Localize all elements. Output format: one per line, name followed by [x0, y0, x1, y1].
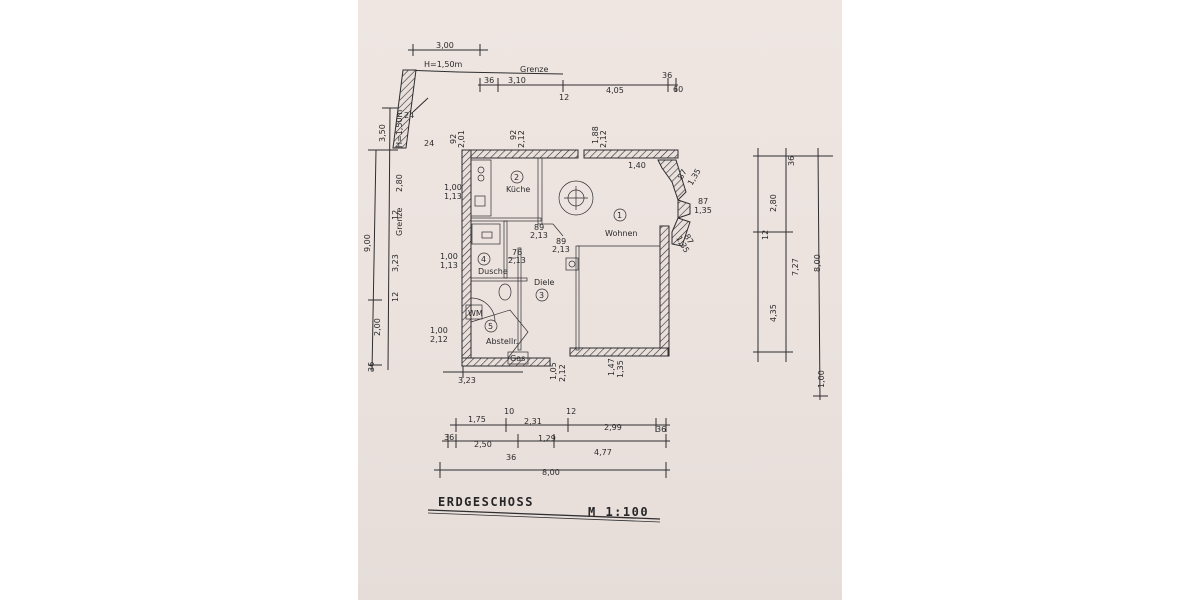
dim-text: 76 [512, 248, 522, 257]
dim-text: 1,35 [616, 360, 625, 378]
dim-text: 87 [698, 197, 708, 206]
shower-tray-icon [471, 223, 501, 245]
dim-text: 1,00 [817, 370, 826, 388]
dim-text: 12 [391, 292, 400, 302]
dim-text: 36 [367, 362, 376, 372]
boundary-height-label: H=1,50m [424, 60, 463, 69]
room-number: 5 [488, 322, 493, 331]
building-walls [461, 149, 691, 367]
room-number: 1 [617, 211, 622, 220]
boundary-height-left: H=1,50m [395, 109, 404, 148]
boundary-wall-left [392, 69, 417, 149]
dim-text: 89 [556, 237, 566, 246]
fixtures: WM Gas [465, 159, 594, 365]
dim-text: 3,23 [391, 254, 400, 272]
drawing-title: ERDGESCHOSS M 1:100 [427, 495, 661, 523]
room-name-diele: Diele [534, 278, 555, 287]
dim-text: 36 [656, 425, 666, 434]
dim-text: 24 [404, 111, 414, 120]
dim-text: 2,99 [604, 423, 622, 432]
title-text: ERDGESCHOSS [438, 495, 534, 509]
dim-text: 4,77 [594, 448, 612, 457]
room-labels: 1 Wohnen 2 Küche 3 Diele 4 Dusche 5 Abst… [477, 170, 637, 346]
toilet-icon [498, 283, 512, 301]
dim-text: 1,75 [468, 415, 486, 424]
dim-text: 2,13 [530, 231, 548, 240]
dim-text: 2,13 [552, 245, 570, 254]
dim-text: 2,12 [517, 130, 526, 148]
dim-text: 2,01 [457, 130, 466, 148]
dim-text: 36 [662, 71, 672, 80]
dim-text: 3,00 [436, 41, 454, 50]
dim-text: 7,27 [791, 258, 800, 276]
room-number: 3 [539, 291, 544, 300]
room-number: 2 [514, 173, 519, 182]
dim-text: 1,13 [440, 261, 458, 270]
dim-text: 60 [673, 85, 683, 94]
stove-icon [558, 180, 594, 216]
dim-text: 2,31 [524, 417, 542, 426]
dim-text: 36 [484, 76, 494, 85]
dim-text: 4,35 [769, 304, 778, 322]
dim-text: 2,80 [769, 194, 778, 212]
left-dimensions: 9,00 2,80 3,23 2,00 36 12 12 [363, 149, 404, 373]
room-number: 4 [481, 255, 486, 264]
dim-text: 92 [449, 134, 458, 144]
dim-text: 87 [682, 233, 695, 246]
dim-text: 36 [506, 453, 516, 462]
boundary-label-top: Grenze [520, 65, 549, 74]
dim-text: 1,05 [549, 362, 558, 380]
dim-text: 4,05 [606, 86, 624, 95]
dim-text: 3,50 [378, 124, 387, 142]
room-name-abstellraum: Abstellr. [486, 337, 518, 346]
dim-text: 9,00 [363, 234, 372, 252]
dim-text: 3,23 [458, 376, 476, 385]
dim-text: 87 [676, 168, 689, 181]
dim-text: 1,35 [694, 206, 712, 215]
dim-text: 12 [391, 210, 400, 220]
scale-text: M 1:100 [588, 505, 649, 519]
dim-text: 1,00 [440, 252, 458, 261]
property-boundary: H=1,50m Grenze 3,50 H=1,50m Grenze 24 24 [378, 60, 564, 371]
dim-text: 1,00 [430, 326, 448, 335]
dim-text: 89 [534, 223, 544, 232]
gas-label: Gas [510, 354, 525, 363]
dim-text: 1,13 [444, 192, 462, 201]
dim-text: 24 [424, 139, 434, 148]
dim-text: 3,10 [508, 76, 526, 85]
room-name-dusche: Dusche [478, 267, 508, 276]
inline-dimensions: 92 2,01 92 2,12 1,88 2,12 1,40 87 1,35 8… [430, 126, 712, 385]
dim-text: 2,80 [395, 174, 404, 192]
right-dimensions: 2,80 12 4,35 7,27 8,00 36 1,00 [753, 147, 833, 401]
dim-text: 2,12 [558, 364, 567, 382]
dim-text: 1,35 [686, 167, 703, 187]
bottom-dimensions: 1,75 10 2,31 12 2,99 36 36 2,50 1,29 4,7… [434, 407, 670, 478]
washing-machine-label: WM [468, 309, 483, 318]
dim-text: 2,12 [430, 335, 448, 344]
dim-text: 92 [509, 130, 518, 140]
paper-sheet: 3,00 36 3,10 12 4,05 36 60 H=1,50m Grenz… [358, 0, 842, 600]
dim-text: 2,00 [373, 318, 382, 336]
dim-text: 12 [566, 407, 576, 416]
dim-text: 1,40 [628, 161, 646, 170]
dim-text: 12 [559, 93, 569, 102]
dim-text: 8,00 [813, 254, 822, 272]
dim-text: 2,13 [508, 256, 526, 265]
dim-text: 36 [444, 433, 454, 442]
dim-text: 1,00 [444, 183, 462, 192]
dim-text: 2,50 [474, 440, 492, 449]
floor-plan: 3,00 36 3,10 12 4,05 36 60 H=1,50m Grenz… [363, 41, 833, 523]
dim-text: 1,47 [607, 358, 616, 376]
dim-text: 8,00 [542, 468, 560, 477]
dim-text: 36 [787, 156, 796, 166]
room-name-wohnen: Wohnen [605, 229, 637, 238]
top-dimensions: 3,00 36 3,10 12 4,05 36 60 [408, 41, 683, 102]
room-name-kueche: Küche [506, 185, 530, 194]
dim-text: 2,12 [599, 130, 608, 148]
dim-text: 12 [761, 230, 770, 240]
dim-text: 10 [504, 407, 514, 416]
dim-text: 1,88 [591, 126, 600, 144]
boundary-label-left: Grenze [395, 207, 404, 236]
dim-text: 1,29 [538, 434, 556, 443]
